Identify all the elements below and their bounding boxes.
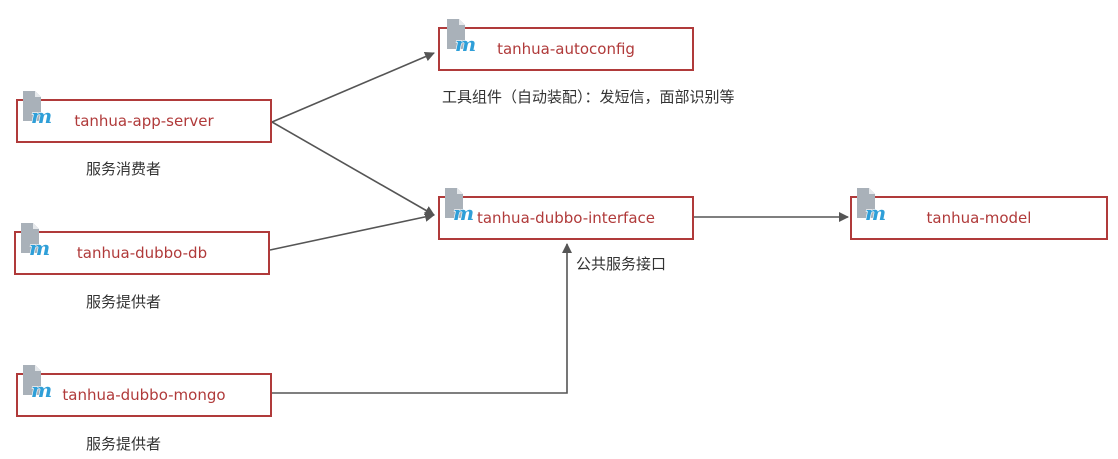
module-tanhua-app-server: tanhua-app-server [16, 99, 272, 143]
svg-text:m: m [31, 104, 52, 128]
maven-module-icon: m [21, 223, 51, 261]
connector-app-server-to-dubbo-interface [271, 121, 435, 216]
caption-app-server: 服务消费者 [86, 160, 162, 178]
module-tanhua-dubbo-db: tanhua-dubbo-db [14, 231, 270, 275]
svg-text:m: m [31, 378, 52, 402]
module-tanhua-dubbo-mongo: tanhua-dubbo-mongo [16, 373, 272, 417]
module-name: tanhua-autoconfig [497, 40, 635, 58]
caption-dubbo-mongo: 服务提供者 [86, 435, 162, 453]
svg-text:m: m [865, 201, 886, 225]
module-name: tanhua-dubbo-mongo [62, 386, 226, 404]
maven-module-icon: m [857, 188, 887, 226]
caption-autoconfig: 工具组件（自动装配）：发短信，面部识别等 [442, 88, 735, 106]
connector-app-server-to-autoconfig [271, 51, 435, 123]
connector-dubbo-mongo-to-dubbo-interface [272, 243, 572, 394]
module-name: tanhua-app-server [74, 112, 214, 130]
module-tanhua-model: tanhua-model [850, 196, 1108, 240]
svg-text:m: m [29, 236, 50, 260]
module-tanhua-dubbo-interface: tanhua-dubbo-interface [438, 196, 694, 240]
maven-module-icon: m [23, 365, 53, 403]
svg-text:m: m [453, 201, 474, 225]
svg-text:m: m [455, 32, 476, 56]
module-tanhua-autoconfig: tanhua-autoconfig [438, 27, 694, 71]
maven-module-icon: m [445, 188, 475, 226]
module-name: tanhua-dubbo-interface [476, 209, 656, 227]
maven-module-icon: m [447, 19, 477, 57]
module-name: tanhua-model [926, 209, 1032, 227]
caption-dubbo-db: 服务提供者 [86, 293, 162, 311]
caption-dubbo-interface: 公共服务接口 [576, 255, 667, 273]
module-name: tanhua-dubbo-db [76, 244, 208, 262]
connector-dubbo-db-to-dubbo-interface [269, 211, 435, 251]
maven-module-icon: m [23, 91, 53, 129]
